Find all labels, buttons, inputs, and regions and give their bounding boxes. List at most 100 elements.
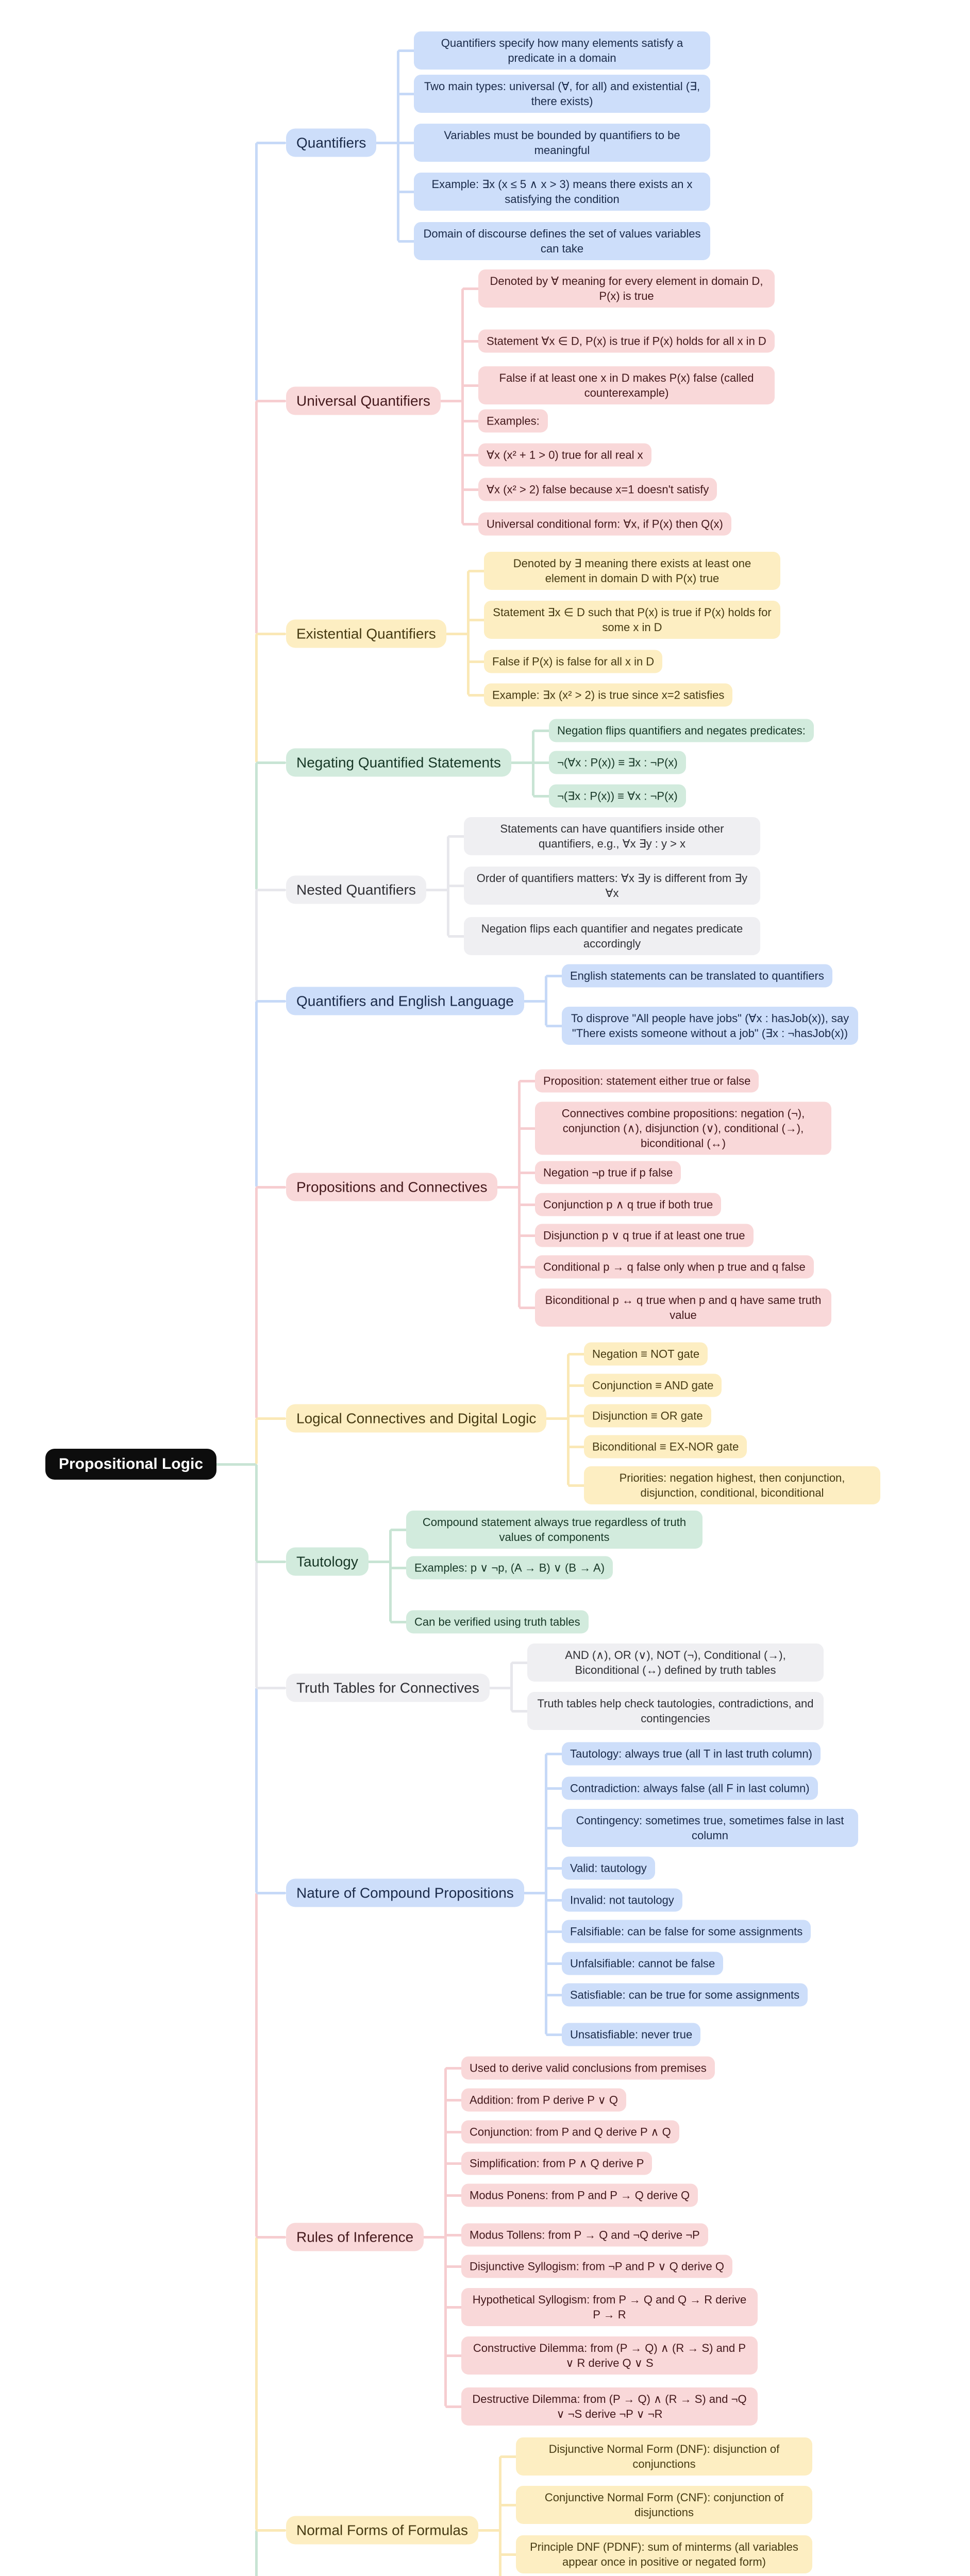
leaf-node[interactable]: Unsatisfiable: never true	[562, 2023, 701, 2046]
leaf-node[interactable]: Compound statement always true regardles…	[406, 1510, 703, 1549]
leaf-node[interactable]: Statement ∀x ∈ D, P(x) is true if P(x) h…	[478, 329, 775, 353]
leaf-node[interactable]: Principle DNF (PDNF): sum of minterms (a…	[516, 2535, 812, 2574]
leaf-node[interactable]: False if at least one x in D makes P(x) …	[478, 366, 775, 405]
leaf-node[interactable]: Satisfiable: can be true for some assign…	[562, 1983, 808, 2007]
connector-line	[213, 1463, 256, 1466]
leaf-node[interactable]: Statements can have quantifiers inside o…	[464, 817, 760, 856]
leaf-node[interactable]: Tautology: always true (all T in last tr…	[562, 1742, 821, 1766]
leaf-node[interactable]: Can be verified using truth tables	[406, 1610, 589, 1634]
leaf-node[interactable]: Falsifiable: can be false for some assig…	[562, 1920, 811, 1943]
connector-line	[531, 731, 534, 796]
connector-line	[255, 634, 258, 762]
connector-line	[544, 976, 547, 1026]
leaf-node[interactable]: Negation flips each quantifier and negat…	[464, 917, 760, 956]
connector-line	[398, 141, 416, 144]
leaf-node[interactable]: Contingency: sometimes true, sometimes f…	[562, 1808, 858, 1848]
leaf-node[interactable]: Statement ∃x ∈ D such that P(x) is true …	[484, 600, 780, 639]
leaf-node[interactable]: Used to derive valid conclusions from pr…	[461, 2056, 715, 2080]
branch-nested-quantifiers[interactable]: Nested Quantifiers	[286, 875, 426, 904]
root-node[interactable]: Propositional Logic	[45, 1449, 217, 1480]
leaf-node[interactable]: Negation ¬p true if p false	[535, 1161, 681, 1184]
leaf-node[interactable]: Denoted by ∃ meaning there exists at lea…	[484, 551, 780, 590]
leaf-node[interactable]: Disjunctive Syllogism: from ¬P and P ∨ Q…	[461, 2255, 732, 2278]
leaf-node[interactable]: Negation ≡ NOT gate	[584, 1342, 708, 1366]
leaf-node[interactable]: Modus Ponens: from P and P → Q derive Q	[461, 2183, 698, 2207]
leaf-node[interactable]: Valid: tautology	[562, 1856, 655, 1880]
leaf-node[interactable]: False if P(x) is false for all x in D	[484, 650, 663, 673]
connector-line	[398, 92, 416, 95]
leaf-node[interactable]: To disprove "All people have jobs" (∀x :…	[562, 1006, 858, 1045]
connector-line	[519, 1203, 537, 1206]
connector-line	[544, 1754, 547, 2035]
leaf-node[interactable]: Denoted by ∀ meaning for every element i…	[478, 269, 775, 308]
leaf-node[interactable]: Destructive Dilemma: from (P → Q) ∧ (R →…	[461, 2387, 758, 2426]
leaf-node[interactable]: Simplification: from P ∧ Q derive P	[461, 2151, 653, 2175]
branch-universal-quantifiers[interactable]: Universal Quantifiers	[286, 386, 441, 415]
leaf-node[interactable]: ∀x (x² + 1 > 0) true for all real x	[478, 443, 651, 467]
leaf-node[interactable]: Example: ∃x (x² > 2) is true since x=2 s…	[484, 683, 733, 707]
leaf-node[interactable]: Conjunction p ∧ q true if both true	[535, 1193, 722, 1216]
leaf-node[interactable]: Biconditional ≡ EX-NOR gate	[584, 1435, 747, 1459]
leaf-node[interactable]: Biconditional p ↔ q true when p and q ha…	[535, 1288, 831, 1327]
leaf-node[interactable]: Priorities: negation highest, then conju…	[584, 1466, 880, 1505]
leaf-node[interactable]: Variables must be bounded by quantifiers…	[414, 123, 710, 162]
connector-line	[256, 1891, 286, 1894]
connector-line	[519, 1171, 537, 1174]
branch-existential-quantifiers[interactable]: Existential Quantifiers	[286, 619, 446, 648]
leaf-node[interactable]: Invalid: not tautology	[562, 1888, 682, 1912]
connector-line	[546, 1024, 564, 1027]
leaf-node[interactable]: Two main types: universal (∀, for all) a…	[414, 74, 710, 113]
branch-normal-forms-of-formulas[interactable]: Normal Forms of Formulas	[286, 2516, 478, 2545]
leaf-node[interactable]: Universal conditional form: ∀x, if P(x) …	[478, 512, 731, 536]
leaf-node[interactable]: Negation flips quantifiers and negates p…	[549, 719, 814, 742]
leaf-node[interactable]: English statements can be translated to …	[562, 964, 832, 988]
leaf-node[interactable]: Conjunction ≡ AND gate	[584, 1374, 722, 1397]
leaf-node[interactable]: Conjunctive Normal Form (CNF): conjuncti…	[516, 2485, 812, 2524]
connector-line	[255, 401, 258, 634]
leaf-node[interactable]: Contradiction: always false (all F in la…	[562, 1776, 818, 1800]
leaf-node[interactable]: Truth tables help check tautologies, con…	[527, 1691, 824, 1731]
leaf-node[interactable]: Unfalsifiable: cannot be false	[562, 1952, 724, 1975]
leaf-node[interactable]: Modus Tollens: from P → Q and ¬Q derive …	[461, 2223, 708, 2247]
connector-line	[448, 884, 466, 887]
leaf-node[interactable]: Domain of discourse defines the set of v…	[414, 222, 710, 261]
leaf-node[interactable]: AND (∧), OR (∨), NOT (¬), Conditional (→…	[527, 1643, 824, 1682]
leaf-node[interactable]: Quantifiers specify how many elements sa…	[414, 31, 710, 70]
leaf-node[interactable]: ∀x (x² > 2) false because x=1 doesn't sa…	[478, 478, 717, 501]
leaf-node[interactable]: Constructive Dilemma: from (P → Q) ∧ (R …	[461, 2336, 758, 2375]
leaf-node[interactable]: Disjunction ≡ OR gate	[584, 1404, 711, 1428]
leaf-node[interactable]: Disjunction p ∨ q true if at least one t…	[535, 1224, 754, 1247]
branch-negating-quantified-statements[interactable]: Negating Quantified Statements	[286, 748, 511, 777]
leaf-node[interactable]: Connectives combine propositions: negati…	[535, 1101, 831, 1155]
leaf-node[interactable]: Example: ∃x (x ≤ 5 ∧ x > 3) means there …	[414, 172, 710, 211]
connector-line	[533, 729, 551, 732]
branch-propositions-and-connectives[interactable]: Propositions and Connectives	[286, 1173, 498, 1201]
branch-rules-of-inference[interactable]: Rules of Inference	[286, 2223, 424, 2251]
leaf-node[interactable]: ¬(∃x : P(x)) ≡ ∀x : ¬P(x)	[549, 784, 686, 808]
connector-line	[544, 1417, 568, 1420]
leaf-node[interactable]: ¬(∀x : P(x)) ≡ ∃x : ¬P(x)	[549, 751, 686, 774]
connector-line	[519, 1265, 537, 1268]
connector-line	[511, 1709, 529, 1713]
connector-line	[568, 1352, 586, 1355]
connector-line	[462, 340, 480, 343]
leaf-node[interactable]: Conditional p → q false only when p true…	[535, 1255, 814, 1279]
branch-logical-connectives-and-digital-logic[interactable]: Logical Connectives and Digital Logic	[286, 1404, 547, 1433]
leaf-node[interactable]: Proposition: statement either true or fa…	[535, 1069, 759, 1093]
leaf-node[interactable]: Hypothetical Syllogism: from P → Q and Q…	[461, 2287, 758, 2327]
connector-line	[546, 1867, 564, 1870]
branch-quantifiers[interactable]: Quantifiers	[286, 128, 377, 157]
connector-line	[509, 761, 533, 764]
connector-line	[519, 1127, 537, 1130]
branch-tautology[interactable]: Tautology	[286, 1547, 369, 1576]
connector-line	[422, 2235, 445, 2239]
leaf-node[interactable]: Addition: from P derive P ∨ Q	[461, 2088, 626, 2112]
branch-quantifiers-and-english-language[interactable]: Quantifiers and English Language	[286, 987, 524, 1015]
leaf-node[interactable]: Order of quantifiers matters: ∀x ∃y is d…	[464, 866, 760, 905]
branch-truth-tables-for-connectives[interactable]: Truth Tables for Connectives	[286, 1673, 490, 1702]
leaf-node[interactable]: Examples: p ∨ ¬p, (A → B) ∨ (B → A)	[406, 1556, 613, 1580]
leaf-node[interactable]: Disjunctive Normal Form (DNF): disjuncti…	[516, 2437, 812, 2476]
leaf-node[interactable]: Conjunction: from P and Q derive P ∧ Q	[461, 2120, 679, 2144]
leaf-node[interactable]: Examples:	[478, 409, 548, 433]
branch-nature-of-compound-propositions[interactable]: Nature of Compound Propositions	[286, 1878, 524, 1907]
